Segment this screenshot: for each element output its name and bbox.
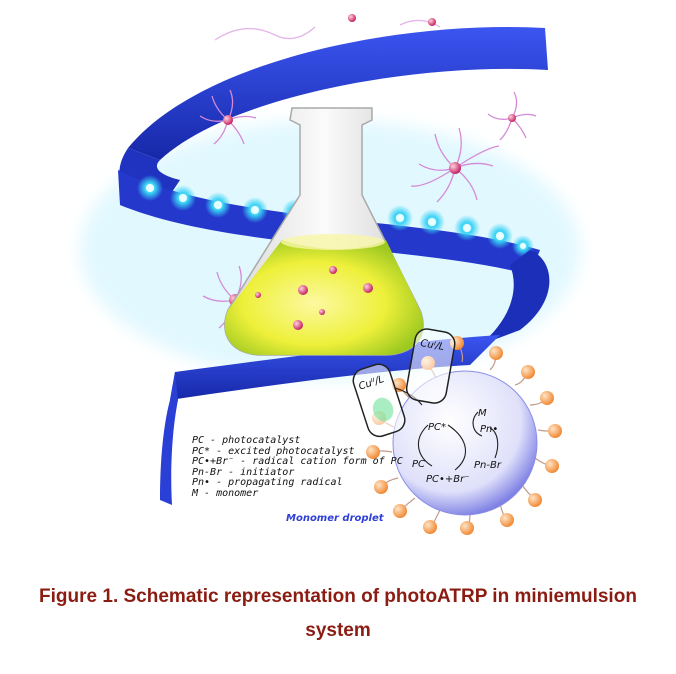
photoatrp-scene: PC* PC PC•+Br⁻ M Pn• Pn-Br Cuᴵᴵ/L Cuᴵ/L — [80, 14, 580, 535]
erlenmeyer-flask — [224, 107, 424, 356]
tube-right-label: Cuᴵ/L — [420, 338, 446, 353]
reaction-liquid — [224, 240, 424, 355]
light-ribbon-tail — [160, 372, 178, 505]
light-ribbon-twist-right — [480, 250, 550, 345]
legend-item: PC* - excited photocatalyst — [192, 445, 355, 457]
figure-caption: Figure 1. Schematic representation of ph… — [0, 580, 676, 648]
label-pc: PC — [412, 459, 425, 470]
monomer-droplet: PC* PC PC•+Br⁻ M Pn• Pn-Br — [366, 336, 562, 535]
legend-item: Pn-Br - initiator — [192, 466, 295, 478]
polymer-stars — [199, 19, 537, 329]
droplet-label: Monomer droplet — [286, 513, 384, 524]
label-initiator: Pn-Br — [474, 460, 502, 471]
legend: PC - photocatalyst PC* - excited photoca… — [192, 435, 403, 499]
label-pc-excited: PC* — [428, 422, 446, 433]
legend-item: Pn• - propagating radical — [192, 477, 343, 488]
legend-item: PC•+Br⁻ - radical cation form of PC — [192, 456, 403, 467]
caption-line-1: Figure 1. Schematic representation of ph… — [39, 586, 637, 607]
label-radical: Pn• — [480, 424, 498, 435]
legend-item: M - monomer — [192, 487, 259, 499]
cycle-labels: PC* PC PC•+Br⁻ M Pn• Pn-Br — [412, 408, 502, 485]
label-monomer: M — [478, 408, 487, 419]
caption-line-2: system — [305, 620, 371, 641]
label-radical-cation: PC•+Br⁻ — [426, 474, 470, 485]
light-ribbon-top — [128, 27, 548, 160]
cu-tube-left: Cuᴵᴵ/L — [352, 363, 406, 438]
cu-tube-right: Cuᴵ/L — [405, 328, 456, 404]
legend-item: PC - photocatalyst — [192, 435, 301, 446]
